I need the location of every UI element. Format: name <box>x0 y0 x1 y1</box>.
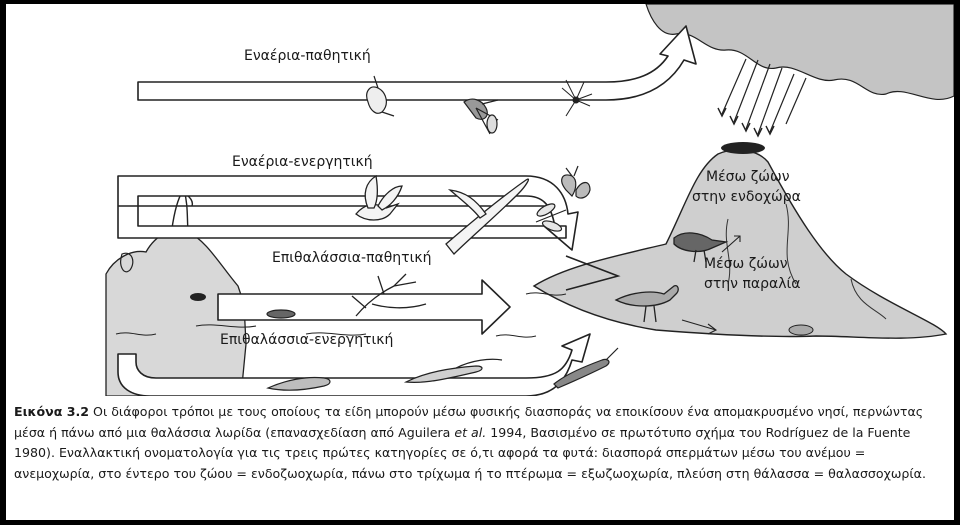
dandelion-seed-icon <box>561 79 593 117</box>
lizard-icon <box>553 347 619 389</box>
label-via-animals-inland-line1: Μέσω ζώων <box>706 169 790 185</box>
seabird-icon <box>445 178 530 255</box>
arrow-airborne-passive <box>137 25 697 101</box>
figure-caption: Εικόνα 3.2 Οι διάφοροι τρόποι με τους οπ… <box>6 396 954 520</box>
caption-label: Εικόνα 3.2 <box>14 404 90 419</box>
caption-text-part2: 1994, Βασισμένο σε πρωτότυπο σχήμα του R… <box>14 424 926 481</box>
flying-bird-icon <box>355 174 403 221</box>
perched-bird-icon <box>673 232 729 263</box>
island-arrows <box>681 235 741 335</box>
caption-text: Εικόνα 3.2 Οι διάφοροι τρόποι με τους οπ… <box>14 402 946 484</box>
swimming-reptile-icon <box>266 376 331 391</box>
dragonfly-icon <box>535 203 567 232</box>
floating-log-icon <box>266 309 296 319</box>
figure-panel: Εναέρια-παθητική Εναέρια-ενεργητική Επιθ… <box>6 4 954 396</box>
winged-seed-icon <box>366 75 395 117</box>
label-sea-surface-active: Επιθαλάσσια-ενεργητική <box>220 332 393 348</box>
swimming-reptile-icon <box>403 365 483 383</box>
label-via-animals-beach-line2: στην παραλία <box>704 276 800 292</box>
label-airborne-passive: Εναέρια-παθητική <box>244 48 371 64</box>
dispersal-diagram: Εναέρια-παθητική Εναέρια-ενεργητική Επιθ… <box>105 4 954 396</box>
winged-insect-icon <box>463 98 499 135</box>
rain-icon <box>717 58 807 138</box>
arrow-sea-surface-active <box>117 333 591 396</box>
island <box>532 142 948 339</box>
label-sea-surface-passive: Επιθαλάσσια-παθητική <box>272 250 431 266</box>
sea-waves <box>115 292 567 338</box>
butterfly-icon <box>561 165 591 199</box>
arrow-airborne-active-head <box>565 255 621 291</box>
caption-et-al: et al. <box>454 424 487 440</box>
shorebird-icon <box>614 284 679 323</box>
label-via-animals-inland-line2: στην ενδοχώρα <box>692 189 801 205</box>
floating-branch-icon <box>351 273 427 317</box>
caption-text-part1: Οι διάφοροι τρόποι με τους οποίους τα εί… <box>14 404 924 440</box>
label-via-animals-beach-line1: Μέσω ζώων <box>704 256 788 272</box>
swimming-reptile-icon <box>455 358 503 369</box>
label-airborne-active: Εναέρια-ενεργητική <box>232 154 373 170</box>
